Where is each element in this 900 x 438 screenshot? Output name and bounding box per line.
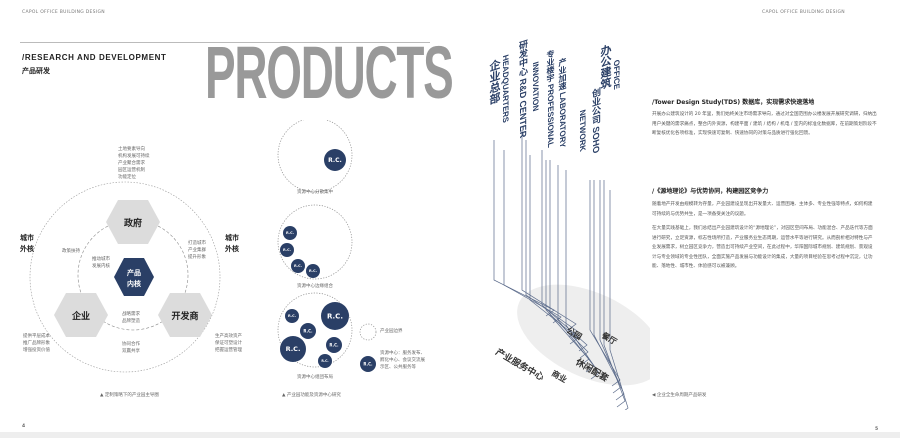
resource-center-label: R.C. (288, 314, 296, 318)
resource-center-dot (280, 243, 294, 257)
diagram-caption: ▲ 定制策略下的产业园主导圈 (100, 393, 159, 398)
circle-caption-2: 资源中心边缘组合 (297, 284, 333, 289)
note-right: 打造城市 产业集群 提升形象 (188, 241, 206, 260)
tower-label: HEADQUARTERS (501, 53, 510, 125)
legend-boundary-icon (359, 323, 377, 341)
tower-label: 专业楼宇 PROFESSIONAL (546, 48, 555, 149)
resource-center-label: R.C. (327, 312, 343, 320)
tower-label: NETWORK (578, 108, 587, 153)
note-developer: 生产高效资产 保证可塑设计 把握运营管理 (215, 334, 242, 353)
page-bottom-edge (0, 432, 900, 438)
circle-caption-3: 资源中心组团布局 (297, 375, 333, 380)
tower-caption: ◀ 企业全生命周期产品研发 (652, 393, 707, 398)
tower-connector-line (589, 180, 621, 387)
resource-center-label: R.C. (328, 157, 342, 164)
tower-label: INNOVATION (531, 60, 540, 113)
page-number-left: 4 (22, 424, 26, 429)
note-bottom: 协同合作 双赢共享 (122, 342, 140, 354)
circle-caption-1: 资源中心分散集中 (297, 190, 333, 195)
top-note: 功能定位 (118, 175, 136, 180)
park-boundary-1 (277, 120, 353, 193)
resource-center-dot (324, 149, 346, 171)
outer-dashed-ring (29, 181, 221, 373)
tower-label: 办公建筑 (599, 43, 611, 91)
top-note: 土地要素导向 (118, 147, 145, 152)
resource-center-label: R.C. (286, 345, 301, 353)
tower-connector-line (565, 170, 600, 380)
park-body-2: 在大量实践基础上，我们总结出产业园建筑设计的“源地理论”，对园区空间布局、功能混… (652, 226, 873, 269)
resource-center-diagram: R.C. R.C. R.C. R.C. R.C. R.C. R.C. R.C. R.C. R.C.… (277, 120, 377, 372)
tower-label: OFFICE (612, 58, 621, 91)
outer-label-right: 城市 外核 (225, 234, 239, 253)
circles-caption: ▲ 产业园功能及资源中心研究 (282, 393, 341, 398)
tower-connector-line (549, 160, 590, 366)
note-policy: 政策扶持 (62, 249, 80, 254)
resource-center-dot (306, 264, 320, 278)
resource-center-label: R.C. (329, 342, 339, 347)
section-title-en: /RESEARCH AND DEVELOPMENT (22, 53, 167, 62)
hex-gov-label: 政府 (124, 217, 142, 229)
hex-core (114, 258, 154, 296)
tower-label: 创业公司 SOHO (591, 86, 601, 155)
resource-center-label: R.C. (309, 269, 317, 273)
park-boundary-2 (277, 204, 353, 280)
hex-government (106, 200, 160, 244)
tower-connector-line (609, 190, 629, 410)
note-bottom-inner: 战略需求 品牌塑造 (122, 312, 140, 324)
resource-center-dot (321, 302, 349, 330)
resource-center-label: R.C. (321, 359, 328, 363)
park-body-1: 随着地产开发由规模转为存量，产业园建设呈现出开发量大、运营困难、主体多、专业性强… (652, 202, 873, 217)
resource-center-dot (360, 356, 376, 372)
resource-center-dot (285, 309, 299, 323)
resource-center-dot (318, 354, 332, 368)
note-inner-left: 推动城市 发展内核 (92, 257, 110, 269)
tower-label: 企业总部 (488, 58, 500, 106)
divider (20, 42, 430, 43)
inner-dashed-ring (77, 219, 189, 331)
product-core-diagram: 政府 企业 开发商 产品 内核 (29, 181, 221, 373)
hex-dev-label: 开发商 (171, 310, 198, 322)
hex-enterprise (54, 293, 108, 337)
hex-ent-label: 企业 (71, 310, 90, 322)
legend-rc-label: 资源中心：服务发布、 孵化中心、会议交流展 示区、公共服务等 (380, 351, 425, 370)
outer-label-left: 城市 外核 (20, 234, 34, 253)
running-header-left: CAPOL OFFICE BUILDING DESIGN (22, 10, 105, 15)
resource-center-dot (280, 336, 306, 362)
tds-title: /Tower Design Study(TDS) 数据库，实现需求快速落地 (652, 99, 815, 106)
resource-center-dot (283, 226, 297, 240)
tds-body: 开展办公建筑设计的 20 年里，我们始终关注市场需求导向，通过对全国范围办公楼发… (652, 112, 877, 136)
resource-center-dot (291, 259, 305, 273)
resource-center-label: R.C. (283, 248, 291, 252)
resource-center-label: R.C. (363, 361, 373, 366)
top-note: 机构发展可持续 (118, 154, 150, 159)
tower-connector-line (603, 180, 626, 408)
products-title: PRODUCTS (205, 31, 454, 114)
tower-diagram (493, 130, 650, 410)
tower-connector-line (593, 180, 622, 394)
park-boundary-3 (277, 292, 353, 368)
hex-core-label-2: 内核 (127, 279, 141, 288)
tower-label: 产业加速 LABORATORY (558, 56, 567, 150)
resource-center-label: R.C. (294, 264, 302, 268)
top-notes: 土地要素导向机构发展可持续产业聚合需求园区运营机制功能定位 (118, 146, 150, 181)
park-title: /《源地理论》与优势协同，构建园区竞争力 (652, 188, 769, 195)
top-note: 园区运营机制 (118, 168, 145, 173)
hex-core-label-1: 产品 (127, 268, 141, 277)
resource-center-label: R.C. (303, 328, 313, 333)
section-title-cn: 产品研发 (22, 67, 50, 75)
legend-boundary-label: 产业园边界 (380, 329, 403, 334)
tower-connector-line (521, 130, 577, 331)
top-note: 产业聚合需求 (118, 161, 145, 166)
resource-center-dot (300, 323, 316, 339)
tower-connector-line (541, 150, 588, 352)
tower-connector-line (557, 165, 595, 373)
page-number-right: 5 (875, 427, 879, 432)
resource-center-dot (326, 337, 342, 353)
running-header-right: CAPOL OFFICE BUILDING DESIGN (762, 10, 845, 15)
tower-connector-line (503, 150, 562, 324)
hex-developer (158, 293, 212, 337)
resource-center-label: R.C. (286, 231, 294, 235)
note-enterprise: 提供平层成本 推广品牌形象 增强投资价值 (23, 334, 50, 353)
tower-label: 研发中心 R&D CENTER (518, 38, 528, 140)
